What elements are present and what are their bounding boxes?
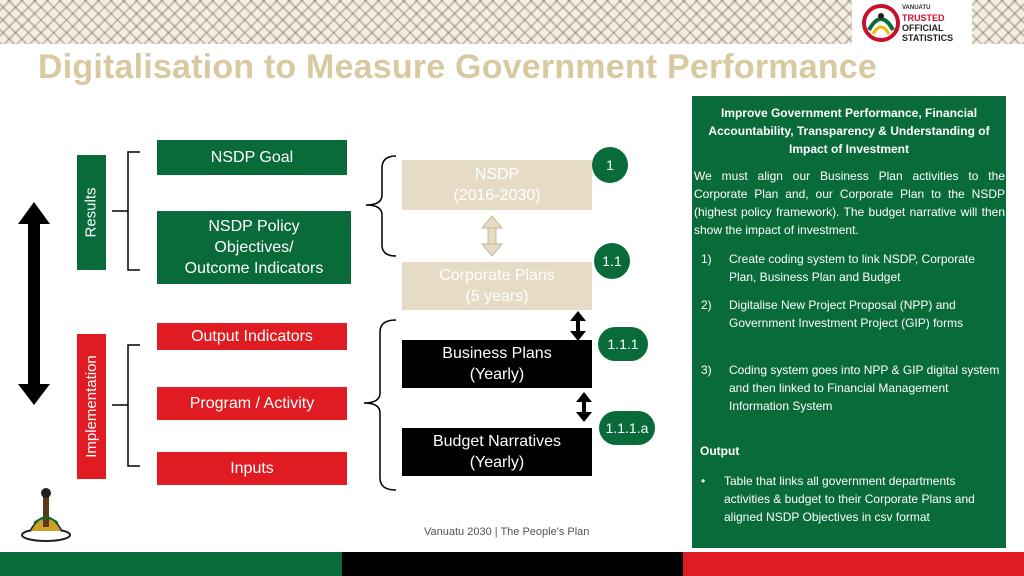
business-plans-box: Business Plans (Yearly) bbox=[402, 340, 592, 388]
small-double-arrow-icon bbox=[570, 311, 586, 341]
statistics-emblem-icon bbox=[862, 4, 900, 42]
output-text: Table that links all government departme… bbox=[724, 474, 975, 524]
results-label: Results bbox=[77, 155, 106, 270]
vanuatu-statistics-logo: VANUATU TRUSTED OFFICIAL STATISTICS bbox=[852, 0, 972, 46]
footer-bar-green bbox=[0, 552, 342, 576]
small-double-arrow-icon bbox=[576, 392, 592, 422]
budget-narratives-box: Budget Narratives (Yearly) bbox=[402, 428, 592, 476]
coat-of-arms-icon bbox=[21, 488, 71, 542]
logo-country: VANUATU bbox=[902, 5, 931, 11]
beige-double-arrow-icon bbox=[480, 215, 504, 257]
inputs-text: Inputs bbox=[230, 460, 274, 477]
bullet-icon: • bbox=[701, 474, 706, 488]
level-badge-1-1-1: 1.1.1 bbox=[598, 327, 648, 361]
item-text: Create coding system to link NSDP, Corpo… bbox=[729, 252, 975, 284]
corporate-plans-line-2: (5 years) bbox=[465, 288, 529, 305]
upper-curly-brace bbox=[365, 155, 397, 257]
nsdp-goal-box: NSDP Goal bbox=[157, 140, 347, 175]
nsdp-line-2: (2016-2030) bbox=[453, 187, 541, 204]
corporate-plans-box: Corporate Plans (5 years) bbox=[402, 262, 592, 310]
nsdp-goal-text: NSDP Goal bbox=[210, 149, 294, 166]
inputs-box: Inputs bbox=[157, 452, 347, 485]
panel-heading-line-2: Accountability, Transparency & Understan… bbox=[708, 124, 990, 138]
level-badge-1-1: 1.1 bbox=[594, 243, 630, 279]
output-heading: Output bbox=[700, 444, 740, 458]
implementation-label: Implementation bbox=[77, 334, 106, 479]
footer-bar-black bbox=[342, 552, 683, 576]
program-activity-box: Program / Activity bbox=[157, 387, 347, 420]
footer-bar-red bbox=[683, 552, 1024, 576]
lower-curly-brace bbox=[363, 319, 397, 491]
item-number: 1) bbox=[701, 252, 712, 266]
panel-heading-line-1: Improve Government Performance, Financia… bbox=[720, 106, 978, 120]
nsdp-policy-box: NSDP Policy Objectives/ Outcome Indicato… bbox=[157, 211, 351, 284]
budget-narratives-line-2: (Yearly) bbox=[469, 454, 525, 471]
logo-official: OFFICIAL bbox=[902, 23, 944, 33]
program-activity-text: Program / Activity bbox=[189, 395, 315, 412]
nsdp-box: NSDP (2016-2030) bbox=[402, 160, 592, 210]
business-plans-line-1: Business Plans bbox=[442, 345, 552, 362]
item-text: Coding system goes into NPP & GIP digita… bbox=[729, 363, 1000, 413]
double-arrow-icon bbox=[18, 202, 50, 405]
level-badge-1: 1 bbox=[592, 147, 628, 183]
item-text: Digitalise New Project Proposal (NPP) an… bbox=[729, 298, 964, 330]
panel-intro: We must align our Business Plan activiti… bbox=[694, 169, 1005, 237]
item-number: 2) bbox=[701, 298, 712, 312]
policy-line-1: NSDP Policy bbox=[208, 218, 300, 235]
budget-narratives-line-1: Budget Narratives bbox=[432, 433, 562, 450]
panel-heading-line-3: Impact of Investment bbox=[788, 142, 910, 156]
results-bracket bbox=[112, 151, 140, 271]
info-panel: Improve Government Performance, Financia… bbox=[692, 96, 1006, 548]
output-indicators-text: Output Indicators bbox=[191, 328, 313, 345]
page-title: Digitalisation to Measure Government Per… bbox=[38, 48, 878, 86]
panel-heading: Improve Government Performance, Financia… bbox=[692, 104, 1006, 158]
implementation-bracket bbox=[112, 344, 140, 467]
item-number: 3) bbox=[701, 363, 712, 377]
logo-statistics: STATISTICS bbox=[902, 33, 954, 43]
output-indicators-box: Output Indicators bbox=[157, 323, 347, 350]
policy-line-3: Outcome Indicators bbox=[184, 260, 324, 277]
business-plans-line-2: (Yearly) bbox=[469, 366, 525, 383]
nsdp-line-1: NSDP bbox=[474, 166, 520, 183]
policy-line-2: Objectives/ bbox=[214, 239, 294, 256]
footer-tagline: Vanuatu 2030 | The People's Plan bbox=[424, 526, 590, 538]
level-badge-1-1-1-a: 1.1.1.a bbox=[599, 411, 655, 445]
logo-text: VANUATU TRUSTED OFFICIAL STATISTICS bbox=[902, 4, 970, 43]
logo-trusted: TRUSTED bbox=[902, 13, 945, 23]
corporate-plans-line-1: Corporate Plans bbox=[439, 267, 555, 284]
